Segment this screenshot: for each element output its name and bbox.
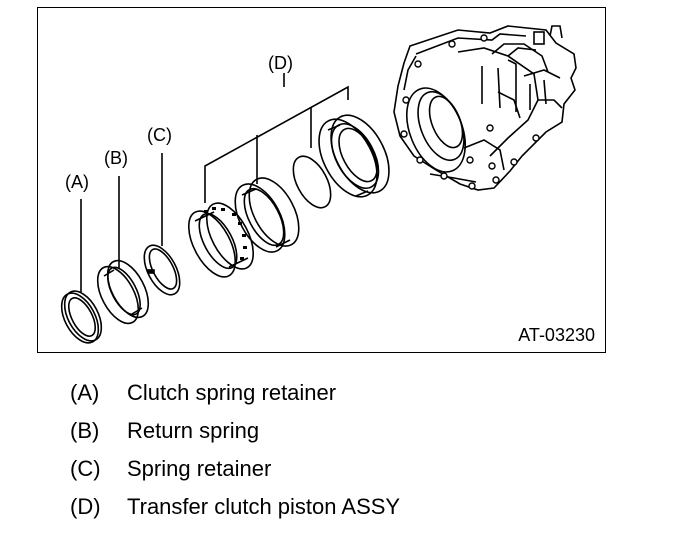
figure-code: AT-03230: [518, 325, 595, 345]
legend-text: Spring retainer: [127, 456, 272, 481]
piston-toothed-ring-part: [188, 202, 254, 278]
exploded-view-figure: (A) (B) (C) (D) AT-03230: [37, 7, 606, 353]
spring-retainer-part: [143, 244, 181, 296]
exploded-view-drawing: [60, 25, 577, 344]
legend-text: Transfer clutch piston ASSY: [127, 494, 401, 519]
piston-part: [318, 114, 390, 198]
return-spring-part: [96, 259, 150, 325]
callout-c: (C): [147, 125, 172, 145]
legend-text: Clutch spring retainer: [127, 380, 337, 405]
legend-text: Return spring: [127, 418, 260, 443]
legend-key: (C): [70, 456, 101, 481]
callout-b: (B): [104, 148, 128, 168]
legend-key: (D): [70, 494, 101, 519]
legend-key: (B): [70, 418, 100, 443]
piston-seal-part: [234, 177, 300, 253]
clutch-spring-retainer-part: [60, 290, 103, 344]
legend-key: (A): [70, 380, 100, 405]
callout-a: (A): [65, 172, 89, 192]
transfer-case-housing-part: [393, 25, 577, 191]
leader-d: [204, 85, 349, 203]
callout-d: (D): [268, 53, 293, 73]
o-ring-part: [292, 155, 332, 209]
